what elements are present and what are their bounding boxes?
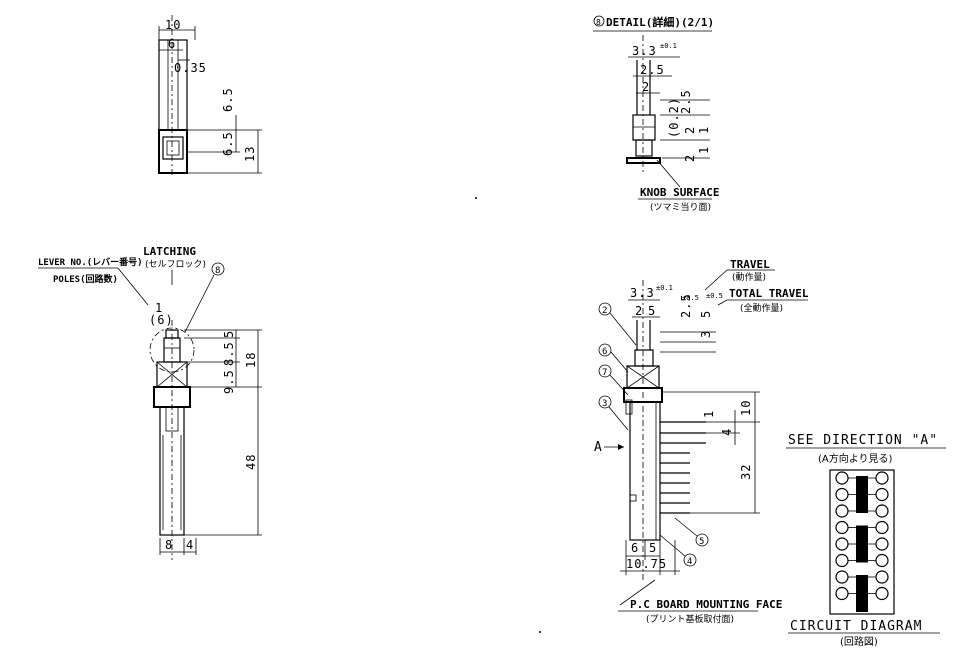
switch-contact-block xyxy=(856,575,868,612)
detail-dim-v5: 2 xyxy=(683,154,697,162)
pcb-mounting-face-label: P.C BOARD MOUNTING FACE xyxy=(630,598,782,611)
travel-label-jp: (動作量) xyxy=(732,271,766,283)
front-dim-width-tol: ±0.1 xyxy=(656,284,673,292)
front-dim-1: 1 xyxy=(702,410,716,418)
dim-height-inner: 6.5 xyxy=(221,131,235,156)
circuit-diagram-title: CIRCUIT DIAGRAM xyxy=(790,619,922,634)
side-dim-mid1: 8.5 xyxy=(222,341,236,366)
contact-circle xyxy=(835,487,849,502)
marker-5: 5 xyxy=(699,537,704,547)
front-dim-total-tol: ±0.5 xyxy=(706,292,723,300)
contact-circle xyxy=(875,586,889,601)
detail-dim-v4: 1 xyxy=(697,126,711,134)
pcb-pins xyxy=(660,421,706,514)
detail-view: 8 DETAIL(詳細)(2/1) 3.3 ±0.1 2.5 2 2.5 (0.… xyxy=(593,15,719,213)
part-markers: 2 6 7 3 4 5 xyxy=(598,302,709,567)
top-view: 10 6 0.35 6.5 6.5 13 xyxy=(158,15,262,178)
direction-a-label: A xyxy=(594,440,603,455)
detail-dim-inner: 2 xyxy=(642,80,650,94)
contact-circle xyxy=(835,553,849,568)
detail-dim-width: 3.3 xyxy=(632,44,657,58)
front-dim-10: 10 xyxy=(739,400,753,416)
lever-no-label: LEVER NO.(レバー番号) xyxy=(38,256,143,268)
total-travel-label: TOTAL TRAVEL xyxy=(729,287,809,300)
side-view: LATCHING (セルフロック) LEVER NO.(レバー番号) POLES… xyxy=(38,245,262,560)
knob-surface-label-jp: (ツマミ当り面) xyxy=(650,201,711,213)
contact-circle xyxy=(835,586,849,601)
circuit-diagram: SEE DIRECTION "A" (A方向より見る) CIRCUIT DIAG… xyxy=(786,433,946,648)
front-view: TRAVEL (動作量) TOTAL TRAVEL (全動作量) 3.3 ±0.… xyxy=(594,258,809,625)
side-dim-18: 18 xyxy=(244,352,258,368)
front-dim-bottom-a: 6 xyxy=(631,541,639,555)
detail-dim-v3: 2 xyxy=(683,126,697,134)
detail-dim-width-tol: ±0.1 xyxy=(660,42,677,50)
detail-title-marker: 8 xyxy=(596,18,601,27)
dim-inner-width: 6 xyxy=(168,37,176,51)
front-dim-3: 3 xyxy=(699,330,713,338)
detail-dim-v1: 2.5 xyxy=(679,89,693,114)
dim-overall-width: 10 xyxy=(165,18,181,32)
detail-dim-mid: 2.5 xyxy=(640,63,665,77)
front-dim-bottom-b: 5 xyxy=(649,541,657,555)
contact-circle xyxy=(875,570,889,584)
contact-circle xyxy=(875,553,889,568)
contact-circle xyxy=(835,520,849,535)
detail-dim-v2: (0.2) xyxy=(667,97,681,138)
contact-circle xyxy=(875,471,889,485)
marker-6: 6 xyxy=(602,347,607,357)
see-direction-label: SEE DIRECTION "A" xyxy=(788,433,938,448)
contact-circle xyxy=(835,504,849,518)
front-dim-32: 32 xyxy=(739,464,753,480)
circuit-contacts xyxy=(835,471,889,612)
marker-7: 7 xyxy=(602,368,607,378)
switch-contact-block xyxy=(856,525,868,563)
pcb-mounting-face-label-jp: (プリント基板取付面) xyxy=(646,613,734,625)
travel-label: TRAVEL xyxy=(730,258,770,271)
side-detail-marker: 8 xyxy=(215,266,220,276)
poles-label: POLES(回路数) xyxy=(53,273,118,285)
circuit-diagram-title-jp: (回路図) xyxy=(840,635,878,648)
side-dim-48: 48 xyxy=(244,454,258,470)
front-dim-bottom-total: 10.75 xyxy=(626,557,667,571)
side-dim-top: 5 xyxy=(222,330,236,338)
knob-surface-label: KNOB SURFACE xyxy=(640,186,719,199)
front-dim-travel-tol: ±0.5 xyxy=(682,294,699,302)
marker-2: 2 xyxy=(602,306,607,316)
contact-circle xyxy=(875,504,889,518)
switch-contact-block xyxy=(856,476,868,513)
contact-circle xyxy=(875,487,889,502)
dim-height-upper: 6.5 xyxy=(221,87,235,112)
contact-circle xyxy=(875,520,889,535)
latching-label: LATCHING xyxy=(143,245,196,258)
side-dim-bottom-a: 8 xyxy=(165,538,173,552)
front-dim-width: 3.3 xyxy=(630,286,655,300)
lever-value: 1 xyxy=(155,301,163,315)
dim-height-total: 13 xyxy=(243,146,257,162)
front-dim-total: 5 xyxy=(699,310,713,318)
front-dim-inner2: 5 xyxy=(648,304,656,318)
contact-circle xyxy=(835,471,849,485)
side-dim-bottom-b: 4 xyxy=(186,538,194,552)
poles-value: (6) xyxy=(149,313,174,327)
latching-label-jp: (セルフロック) xyxy=(145,259,206,270)
detail-dim-v6: 1 xyxy=(697,146,711,154)
marker-3: 3 xyxy=(602,399,607,409)
dim-offset: 0.35 xyxy=(174,61,207,75)
side-dim-mid2: 9.5 xyxy=(222,369,236,394)
total-travel-label-jp: (全動作量) xyxy=(740,302,783,314)
front-dim-4: 4 xyxy=(720,428,734,436)
detail-title: DETAIL(詳細)(2/1) xyxy=(606,15,714,29)
contact-circle xyxy=(875,537,889,551)
contact-circle xyxy=(835,570,849,584)
marker-4: 4 xyxy=(687,557,692,567)
see-direction-label-jp: (A方向より見る) xyxy=(818,452,893,465)
contact-circle xyxy=(835,537,849,551)
front-dim-travel: 2.5 xyxy=(679,293,693,318)
front-dim-inner: 2 xyxy=(635,304,643,318)
